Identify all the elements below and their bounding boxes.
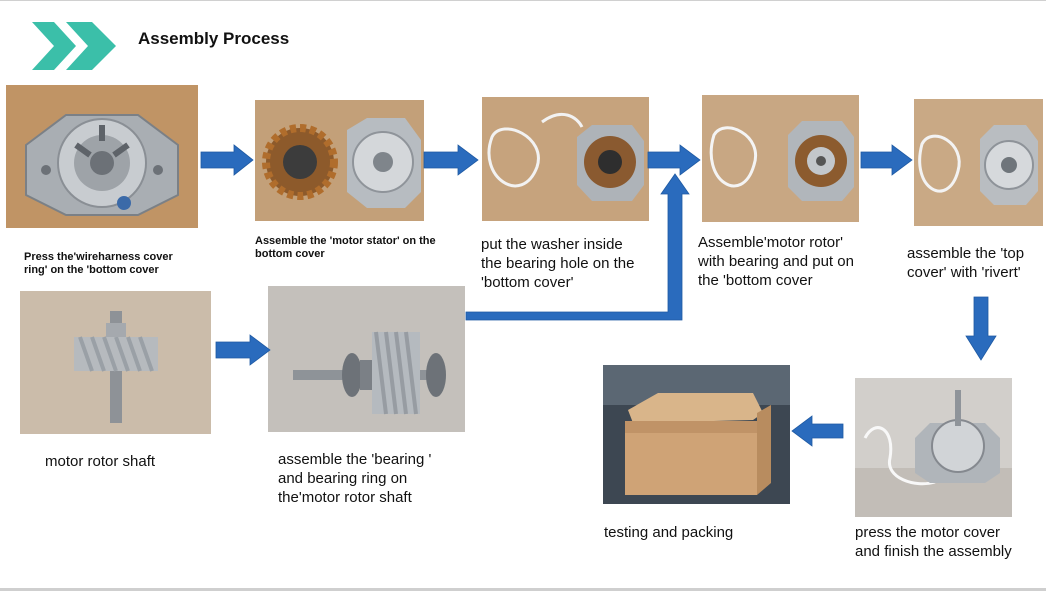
step-6-caption: press the motor cover and finish the ass… (855, 524, 1012, 561)
arrow-right-icon (423, 144, 479, 176)
motor-stator-photo (255, 100, 424, 221)
motor-rotor-photo (702, 95, 859, 222)
arrow-right-icon (200, 144, 254, 176)
step-2-caption: Assemble the 'motor stator' on the botto… (255, 235, 436, 260)
packing-box-photo (603, 365, 790, 504)
finished-motor-photo (855, 378, 1012, 517)
chevron-logo-icon (32, 22, 116, 70)
step-7-caption: testing and packing (604, 524, 734, 541)
step-1-caption: Press the'wireharness cover ring' on the… (24, 251, 173, 276)
step-9-caption: assemble the 'bearing ' and bearing ring… (278, 451, 432, 507)
arrow-right-icon (647, 144, 701, 176)
bottom-cover-photo (6, 85, 198, 228)
arrow-right-icon (215, 334, 271, 366)
step-5-caption: assemble the 'top cover' with 'rivert' (907, 245, 1025, 282)
page-title: Assembly Process (138, 29, 290, 48)
top-border (0, 0, 1046, 1)
rotor-shaft-photo (20, 291, 211, 434)
arrow-right-icon (860, 144, 913, 176)
washer-photo (482, 97, 649, 221)
top-cover-photo (914, 99, 1043, 226)
arrow-down-icon (965, 296, 997, 361)
arrow-left-icon (791, 415, 844, 447)
step-4-caption: Assemble'motor rotor' with bearing and p… (698, 234, 854, 290)
rotor-bearing-photo (268, 286, 465, 432)
bottom-border (0, 588, 1046, 591)
step-3-caption: put the washer inside the bearing hole o… (481, 236, 635, 292)
step-8-caption: motor rotor shaft (45, 453, 156, 470)
